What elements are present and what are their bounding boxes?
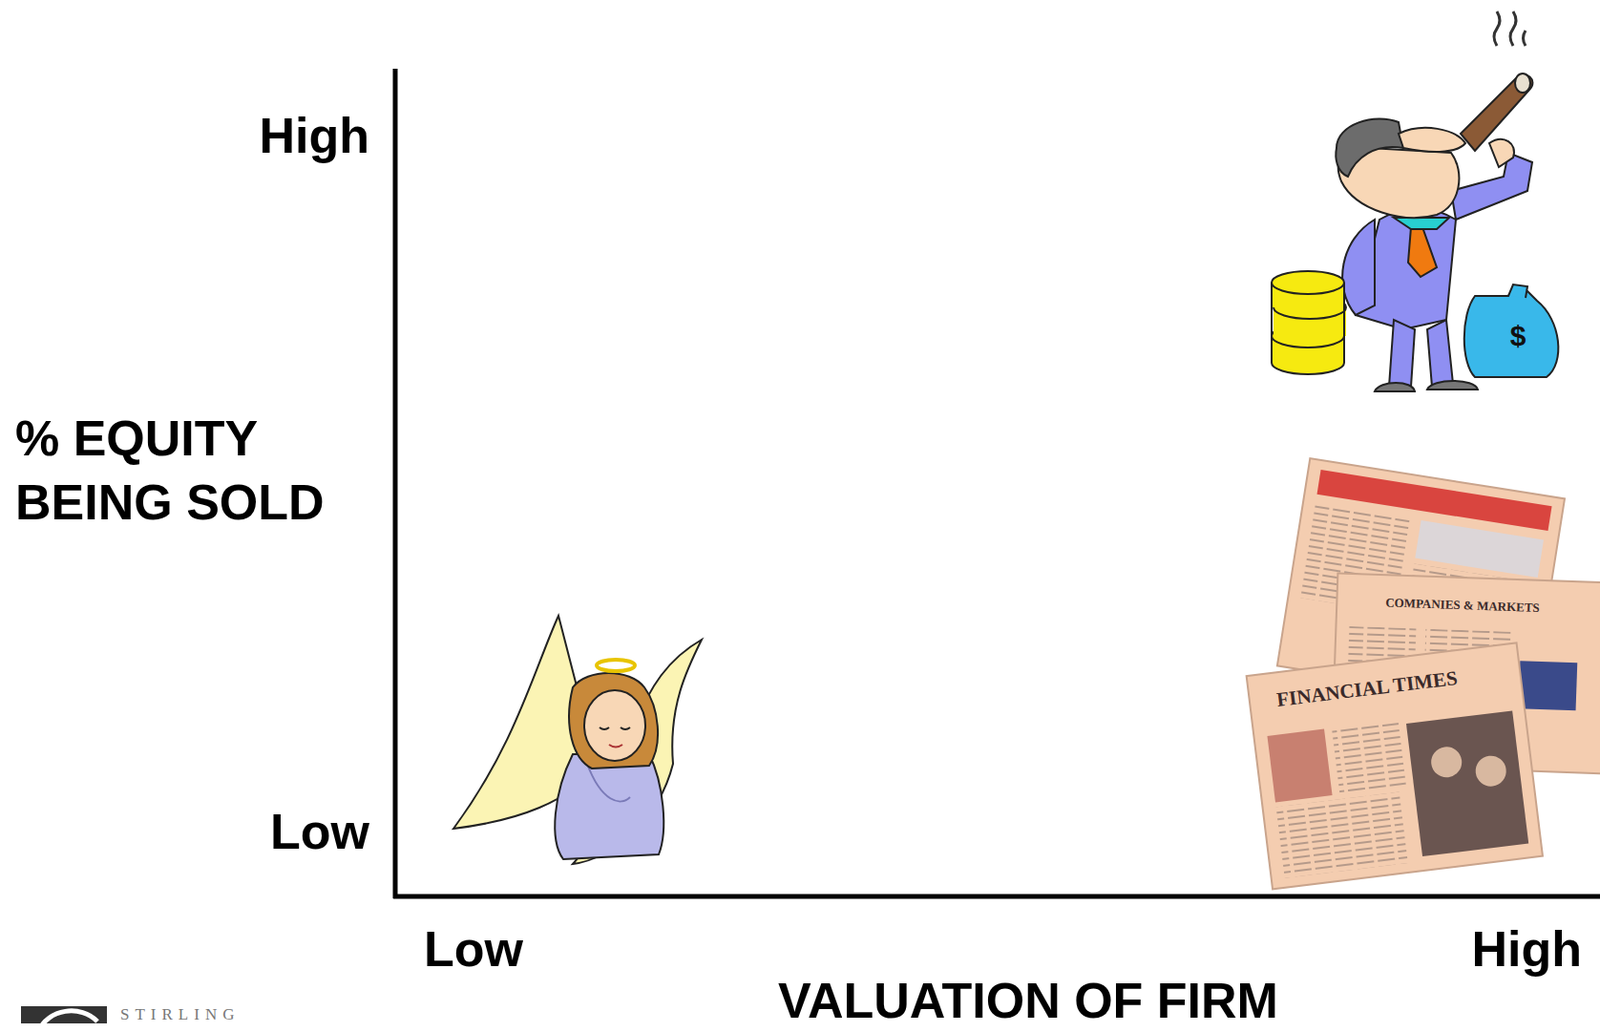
logo-text: STIRLING (120, 1005, 240, 1025)
newspapers-figure (1246, 458, 1600, 889)
x-axis (393, 894, 1600, 900)
logo-mark (21, 1006, 107, 1032)
x-axis-tick-label: Low (423, 919, 524, 979)
businessman-figure (1271, 11, 1558, 392)
x-axis-title: VALUATION OF FIRM (778, 970, 1279, 1031)
y-axis-tick-label: Low (270, 801, 370, 862)
angel-figure (453, 615, 702, 864)
money-bag-symbol: $ (1510, 318, 1527, 354)
y-axis-title: % EQUITY BEING SOLD (15, 406, 359, 534)
x-axis-tick-label: High (1471, 919, 1582, 979)
y-axis (393, 68, 399, 899)
y-axis-tick-label: High (258, 105, 370, 166)
